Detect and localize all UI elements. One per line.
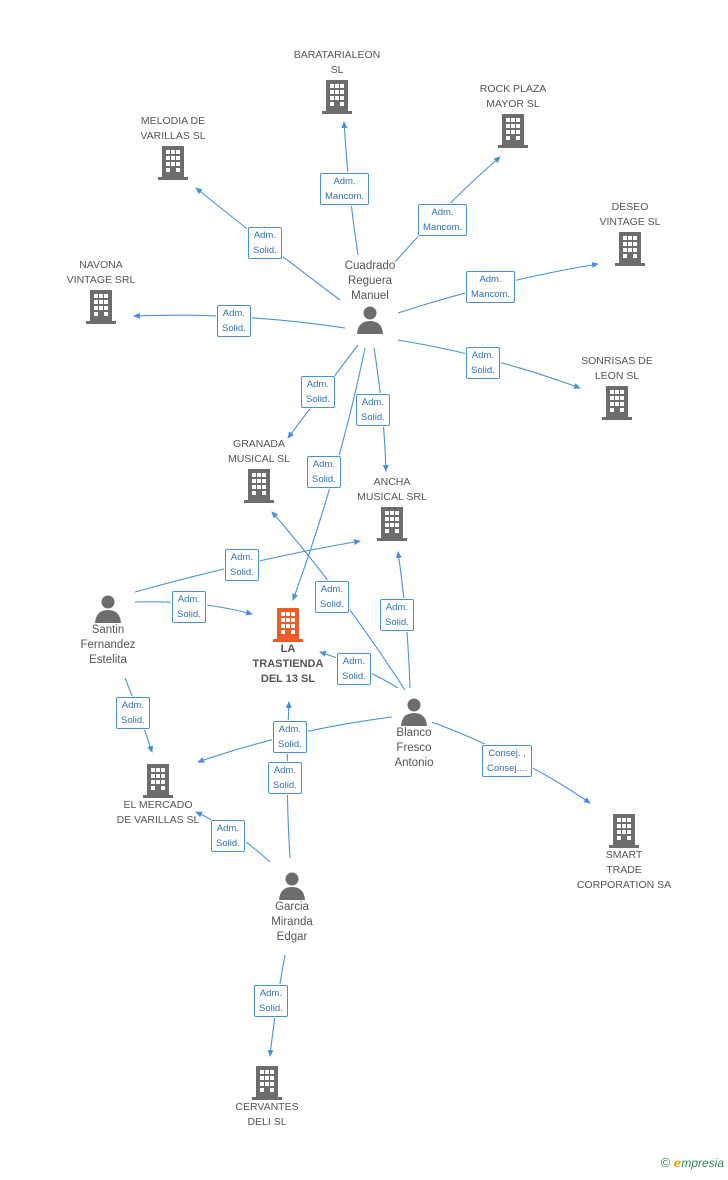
company-sonrisas[interactable]: SONRISAS DE LEON SL <box>558 354 676 420</box>
company-label: ANCHA MUSICAL SRL <box>357 476 427 503</box>
company-granada[interactable]: GRANADA MUSICAL SL <box>204 437 314 503</box>
relation-label[interactable]: Adm. Solid. <box>273 721 307 753</box>
person-blanco[interactable]: Blanco Fresco Antonio <box>364 696 464 771</box>
company-label: ROCK PLAZA MAYOR SL <box>479 83 547 110</box>
relation-label[interactable]: Adm. Solid. <box>211 820 245 852</box>
person-santin[interactable]: Santin Fernandez Estelita <box>58 593 158 668</box>
building-icon <box>252 1066 282 1100</box>
relation-label[interactable]: Adm. Solid. <box>225 549 259 581</box>
person-icon <box>401 698 427 726</box>
building-icon <box>498 114 528 148</box>
relation-label[interactable]: Adm. Solid. <box>315 581 349 613</box>
company-baratarialeon[interactable]: BARATARIALEON SL <box>282 48 392 114</box>
building-icon <box>615 232 645 266</box>
person-icon <box>357 306 383 334</box>
building-icon <box>602 386 632 420</box>
company-rock-plaza[interactable]: ROCK PLAZA MAYOR SL <box>458 82 568 148</box>
relation-label[interactable]: Adm. Solid. <box>116 697 150 729</box>
building-icon <box>158 146 188 180</box>
building-icon <box>609 814 639 848</box>
company-label: SMART TRADE CORPORATION SA <box>576 849 672 891</box>
relation-label[interactable]: Adm. Solid. <box>301 376 335 408</box>
person-label: Garcia Miranda Edgar <box>271 901 313 943</box>
relation-label[interactable]: Adm. Solid. <box>172 591 206 623</box>
company-label: MELODIA DE VARILLAS SL <box>140 115 206 142</box>
company-label: BARATARIALEON SL <box>293 49 381 76</box>
person-icon <box>279 872 305 900</box>
company-label: SONRISAS DE LEON SL <box>581 355 653 382</box>
relation-label[interactable]: Adm. Solid. <box>380 599 414 631</box>
company-label: CERVANTES DELI SL <box>235 1101 299 1128</box>
person-icon <box>95 595 121 623</box>
person-label: Santin Fernandez Estelita <box>80 624 136 666</box>
relation-label[interactable]: Adm. Solid. <box>337 653 371 685</box>
relation-label[interactable]: Adm. Solid. <box>356 394 390 426</box>
relation-label[interactable]: Adm. Mancom. <box>466 271 516 303</box>
person-label: Cuadrado Reguera Manuel <box>344 260 396 302</box>
relation-label[interactable]: Adm. Solid. <box>254 985 288 1017</box>
brand-e: e <box>673 1156 682 1170</box>
company-melodia[interactable]: MELODIA DE VARILLAS SL <box>118 114 228 180</box>
company-la-trastienda-main[interactable]: LA TRASTIENDA DEL 13 SL <box>236 606 340 687</box>
building-icon <box>86 290 116 324</box>
building-icon <box>377 507 407 541</box>
company-el-mercado[interactable]: EL MERCADO DE VARILLAS SL <box>100 762 216 828</box>
relation-label[interactable]: Adm. Mancom. <box>418 204 468 236</box>
company-navona[interactable]: NAVONA VINTAGE SRL <box>46 258 156 324</box>
company-deseo[interactable]: DESEO VINTAGE SL <box>575 200 685 266</box>
relation-label[interactable]: Adm. Solid. <box>248 227 282 259</box>
relation-label[interactable]: Adm. Solid. <box>268 762 302 794</box>
company-label: GRANADA MUSICAL SL <box>227 438 291 465</box>
relation-label[interactable]: Adm. Solid. <box>307 456 341 488</box>
company-ancha[interactable]: ANCHA MUSICAL SRL <box>337 475 447 541</box>
company-cervantes[interactable]: CERVANTES DELI SL <box>212 1064 322 1130</box>
building-icon <box>273 608 303 642</box>
person-garcia[interactable]: Garcia Miranda Edgar <box>242 870 342 945</box>
copyright-icon: © <box>660 1155 671 1170</box>
relation-label[interactable]: Adm. Solid. <box>217 305 251 337</box>
company-smart-trade[interactable]: SMART TRADE CORPORATION SA <box>566 812 682 893</box>
company-label: EL MERCADO DE VARILLAS SL <box>116 799 200 826</box>
company-label: LA TRASTIENDA DEL 13 SL <box>252 643 324 685</box>
relation-label[interactable]: Consej. , Consej.... <box>482 745 533 777</box>
empresia-logo[interactable]: © empresia <box>661 1155 724 1170</box>
building-icon <box>322 80 352 114</box>
person-cuadrado[interactable]: Cuadrado Reguera Manuel <box>320 259 420 334</box>
relation-label[interactable]: Adm. Solid. <box>466 347 500 379</box>
building-icon <box>143 764 173 798</box>
brand-rest: mpresia <box>681 1156 724 1170</box>
person-label: Blanco Fresco Antonio <box>394 727 434 769</box>
building-icon <box>244 469 274 503</box>
relation-label[interactable]: Adm. Mancom. <box>320 173 370 205</box>
company-label: DESEO VINTAGE SL <box>599 201 661 228</box>
company-label: NAVONA VINTAGE SRL <box>66 259 136 286</box>
